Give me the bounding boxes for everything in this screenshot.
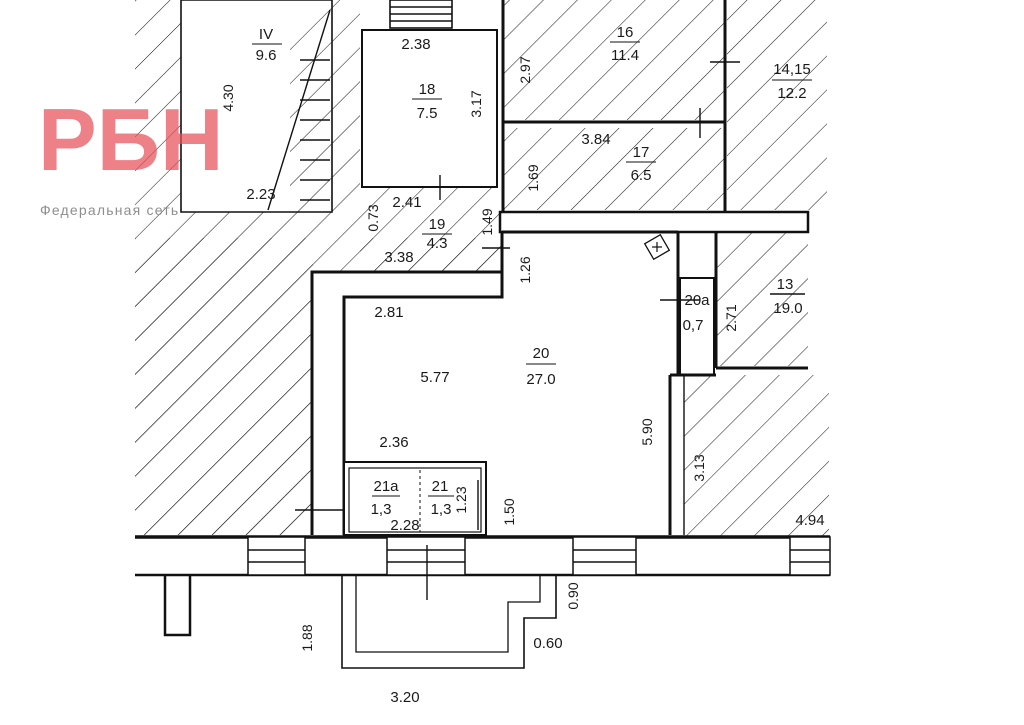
svg-text:РБН: РБН (38, 92, 224, 182)
dim-1-69: 1.69 (525, 164, 541, 191)
dim-2-71: 2.71 (723, 304, 739, 331)
dim-2-28: 2.28 (390, 517, 419, 534)
brand-logo: РБН (38, 92, 224, 182)
room-iv-stair (180, 0, 333, 213)
dim-4-94: 4.94 (795, 512, 824, 529)
hatched-room-13 (716, 232, 808, 366)
dim-3-13: 3.13 (691, 454, 707, 481)
entrance-porch (341, 545, 557, 669)
dimension-labels: 4.30 2.23 2.38 3.17 2.97 3.84 1.69 0.73 … (220, 36, 825, 706)
dimension-ticks (295, 247, 805, 511)
room-area-19: 4.3 (427, 235, 448, 252)
dim-5-90: 5.90 (639, 418, 655, 445)
hatched-corridor-19 (360, 188, 502, 272)
room-labels: IV 9.6 16 11.4 14,15 12.2 18 7.5 17 6.5 … (252, 24, 812, 518)
room-18-clear (362, 30, 497, 187)
room-area-iv: 9.6 (256, 47, 277, 64)
dim-3-84: 3.84 (581, 131, 610, 148)
dim-0-60: 0.60 (533, 635, 562, 652)
room-area-17: 6.5 (631, 167, 652, 184)
dim-2-36: 2.36 (379, 434, 408, 451)
hatched-left-wing (135, 238, 313, 535)
dim-2-41: 2.41 (392, 194, 421, 211)
exterior-wall (135, 535, 831, 637)
room-id-16: 16 (617, 24, 634, 41)
dim-3-17: 3.17 (468, 90, 484, 117)
room-area-20: 27.0 (526, 371, 555, 388)
dim-5-77: 5.77 (420, 369, 449, 386)
room-id-20a: 20а (684, 292, 710, 309)
rooms-21 (343, 461, 487, 536)
electric-panel-icon (643, 233, 671, 261)
room-id-19: 19 (429, 216, 446, 233)
dim-1-88: 1.88 (299, 624, 315, 651)
dim-3-38: 3.38 (384, 249, 413, 266)
hatched-right-lower (684, 375, 829, 537)
upper-right-walls (439, 0, 740, 212)
top-stair (389, 0, 453, 29)
dim-1-26: 1.26 (517, 256, 533, 283)
room-id-20: 20 (533, 345, 550, 362)
dim-4-30: 4.30 (220, 84, 236, 111)
dim-0-90: 0.90 (565, 582, 581, 609)
room-area-16: 11.4 (611, 47, 639, 64)
main-walls (310, 210, 810, 535)
room-id-13: 13 (777, 276, 794, 293)
room-id-21: 21 (432, 478, 449, 495)
room-18-outline (361, 29, 498, 188)
room-20a (679, 277, 715, 376)
room-id-14-15: 14,15 (773, 61, 811, 78)
room-area-21: 1,3 (431, 501, 452, 518)
room-area-20a: 0,7 (683, 317, 704, 334)
room-area-21a: 1,3 (371, 501, 392, 518)
room-id-17: 17 (633, 144, 650, 161)
dim-1-23: 1.23 (453, 486, 469, 513)
brand-subtitle: Федеральная сеть (40, 202, 180, 218)
dim-2-38: 2.38 (401, 36, 430, 53)
dim-2-97: 2.97 (517, 56, 533, 83)
dim-0-73: 0.73 (365, 204, 381, 231)
dim-3-20: 3.20 (390, 689, 419, 706)
room-id-18: 18 (419, 81, 436, 98)
hatched-room-17 (503, 128, 725, 210)
room-area-14-15: 12.2 (777, 85, 806, 102)
dim-1-49: 1.49 (479, 208, 495, 235)
hatched-room-16 (503, 0, 725, 120)
dim-1-50: 1.50 (501, 498, 517, 525)
dim-2-23: 2.23 (246, 186, 275, 203)
room-area-13: 19.0 (773, 300, 802, 317)
dim-2-81: 2.81 (374, 304, 403, 321)
room-id-iv: IV (259, 26, 273, 43)
hatched-room-14-15 (727, 0, 827, 210)
room-area-18: 7.5 (417, 105, 438, 122)
room-id-21a: 21а (373, 478, 399, 495)
